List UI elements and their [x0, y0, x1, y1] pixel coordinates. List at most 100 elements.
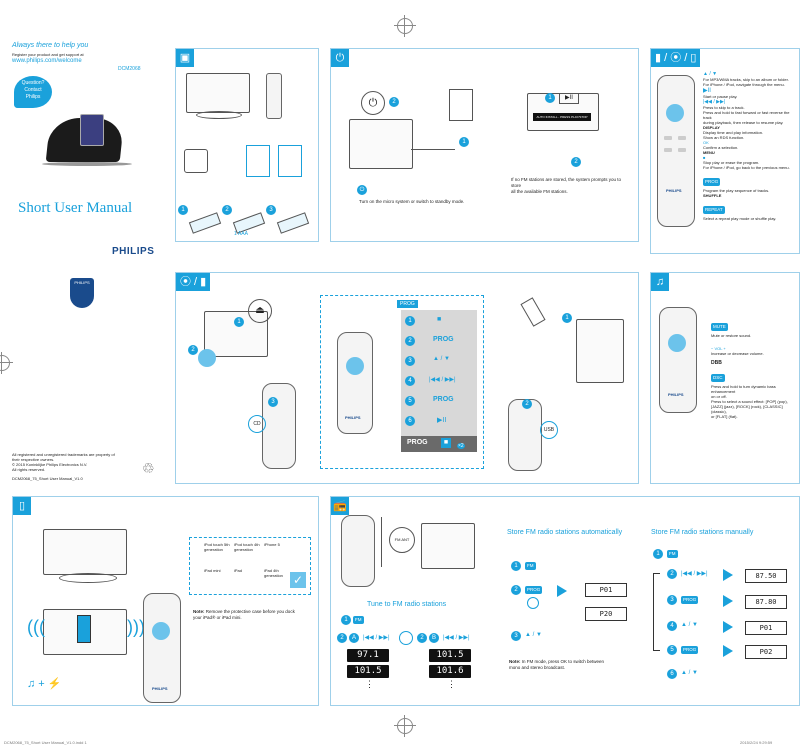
prog-step-4: 4 — [405, 376, 415, 386]
stop-icon: ■ — [703, 155, 706, 160]
manual-preset-2: P02 — [745, 645, 787, 659]
manual-freq-2: 87.80 — [745, 595, 787, 609]
dots-a: ⋮ — [365, 679, 374, 689]
leaflet-2 — [278, 145, 302, 177]
usb-stick — [520, 297, 546, 327]
play-button-zoom: ▶II — [559, 93, 579, 104]
volume-icon: − VOL + — [711, 346, 726, 351]
tune-step-1: 1 — [341, 615, 351, 625]
manual-arrow-2 — [723, 595, 733, 607]
footer-right: 2015/2/24 9:29:59 — [740, 740, 773, 745]
manual-skip: |◀◀ / ▶▶| — [681, 571, 708, 577]
register-text: Register your product and get support at — [12, 52, 84, 57]
auto-store-title: Store FM radio stations automatically — [507, 529, 623, 536]
crop-mark-bottom — [394, 715, 416, 737]
ok-icon: OK — [703, 140, 709, 145]
music-charge-icons: ♫ + ⚡ — [27, 678, 62, 690]
prog-row-prog: PROG — [433, 336, 454, 343]
fm-source-button: FM — [353, 616, 364, 624]
step-1-badge: 1 — [178, 205, 188, 215]
sound-text: MUTE Mute or restore sound. − VOL + Incr… — [711, 315, 797, 419]
disc-panel: ⦿ / ▮ ⏏ 1 2 CD 3 PHILIPS PROG 1 2 3 4 5 … — [175, 272, 639, 484]
hold-icon — [399, 631, 413, 645]
disc-step-2: 2 — [188, 345, 198, 355]
power-panel: ⏻ ⏻ 2 1 ⏻ Turn on the micro system or sw… — [330, 48, 639, 242]
music-note-icon: ♫ — [651, 273, 669, 291]
cd-remote — [262, 383, 296, 469]
dock-stand — [59, 573, 117, 583]
manual-step-6: 6 — [667, 669, 677, 679]
philips-shield-logo: PHILIPS — [70, 278, 94, 308]
prog-step-5: 5 — [405, 396, 415, 406]
usb-unit — [576, 319, 624, 383]
tune-step-2a: 2 — [337, 633, 347, 643]
manual-bracket — [653, 573, 660, 651]
box-icon: ▣ — [176, 49, 194, 67]
tagline: Always there to help you — [12, 42, 89, 49]
legal-text: All registered and unregistered trademar… — [12, 452, 115, 472]
manual-step-1: 1 — [653, 549, 663, 559]
checkmark-icon: ✓ — [290, 572, 306, 588]
support-url[interactable]: www.philips.com/welcome — [12, 58, 82, 64]
footer-left: DCM2068_75_Short User Manual_V1.0.indd 1 — [4, 740, 87, 745]
prog-row-play: ▶II — [437, 417, 447, 424]
fm-antenna — [381, 517, 382, 567]
auto-install-display: AUTO INSTALL - PRESS PLAY/STOP — [533, 113, 591, 121]
dock-unit — [43, 529, 127, 575]
tune-title: Tune to FM radio stations — [367, 601, 447, 608]
tune-skip-a: |◀◀ / ▶▶| — [363, 635, 390, 641]
eject-button-zoom: ⏏ — [248, 299, 272, 323]
remote-illustration — [266, 73, 282, 119]
manual-fm-button: FM — [667, 550, 678, 558]
manual-prog-button-2: PROG — [681, 646, 699, 654]
manual-step-2: 2 — [667, 569, 677, 579]
radio-remote — [341, 515, 375, 587]
controls-panel: ▮ / ⦿ / ▯ PHILIPS ▲ / ▼ For MP3/WMA trac… — [650, 48, 800, 254]
battery-label: 1 AAA — [234, 231, 248, 237]
stop-key-icon: ■ — [441, 438, 451, 448]
battery-illustration — [188, 212, 222, 234]
disc-usb-icon: ⦿ / ▮ — [176, 273, 211, 291]
adapter-illustration — [184, 149, 208, 173]
controls-text: ▲ / ▼ For MP3/WMA tracks, skip to an alb… — [703, 71, 797, 221]
standby-badge: ⏻ — [357, 185, 367, 195]
radio-panel: 📻 FM ANT Tune to FM radio stations 1 FM … — [330, 496, 800, 706]
step-3-badge: 3 — [266, 205, 276, 215]
manual-arrow-4 — [723, 645, 733, 657]
crop-mark-left — [0, 352, 13, 374]
power-text: Turn on the micro system or switch to st… — [359, 199, 465, 204]
prog-step-1: 1 — [405, 316, 415, 326]
product-photo — [40, 112, 140, 172]
recycle-icon: ♲ — [142, 460, 155, 476]
wall-plug — [449, 89, 473, 121]
auto-step-3: 3 — [511, 631, 521, 641]
power-step-1: 1 — [459, 137, 469, 147]
question-bubble: Question? Contact Philips — [14, 76, 52, 108]
unit-illustration — [186, 73, 250, 113]
dots-b: ⋮ — [447, 679, 456, 689]
radio-note: Note: In FM mode, press OK to switch bet… — [509, 659, 605, 670]
auto-fm-button: FM — [525, 562, 536, 570]
disc-step-1: 1 — [234, 317, 244, 327]
controls-remote: PHILIPS — [657, 75, 695, 227]
auto-arrow — [557, 585, 567, 597]
manual-title: Short User Manual — [18, 200, 133, 216]
auto-step-1: 1 — [511, 561, 521, 571]
sound-waves-left: ((( — [27, 617, 45, 637]
sound-waves-right: ))) — [127, 617, 145, 637]
prog-row-skip: |◀◀ / ▶▶| — [429, 377, 456, 383]
crop-mark-top — [394, 15, 416, 37]
step-2-badge: 2 — [222, 205, 232, 215]
sound-panel: ♫ PHILIPS MUTE Mute or restore sound. − … — [650, 272, 800, 484]
usb-remote — [508, 399, 542, 471]
usb-step-1: 1 — [562, 313, 572, 323]
radio-unit — [421, 523, 475, 569]
phone-in-dock — [77, 615, 91, 643]
power-button-zoom: ⏻ — [361, 91, 385, 115]
ipod-panel: ▯ ((( ))) ♫ + ⚡ PHILIPS iPod touch 5th g… — [12, 496, 319, 706]
tune-step-2b: 2 — [417, 633, 427, 643]
auto-step-2: 2 — [511, 585, 521, 595]
document-id: DCM2068_75_Short User Manual_V1.0 — [12, 476, 83, 481]
power-icon: ⏻ — [331, 49, 349, 67]
prog-step-3: 3 — [405, 356, 415, 366]
